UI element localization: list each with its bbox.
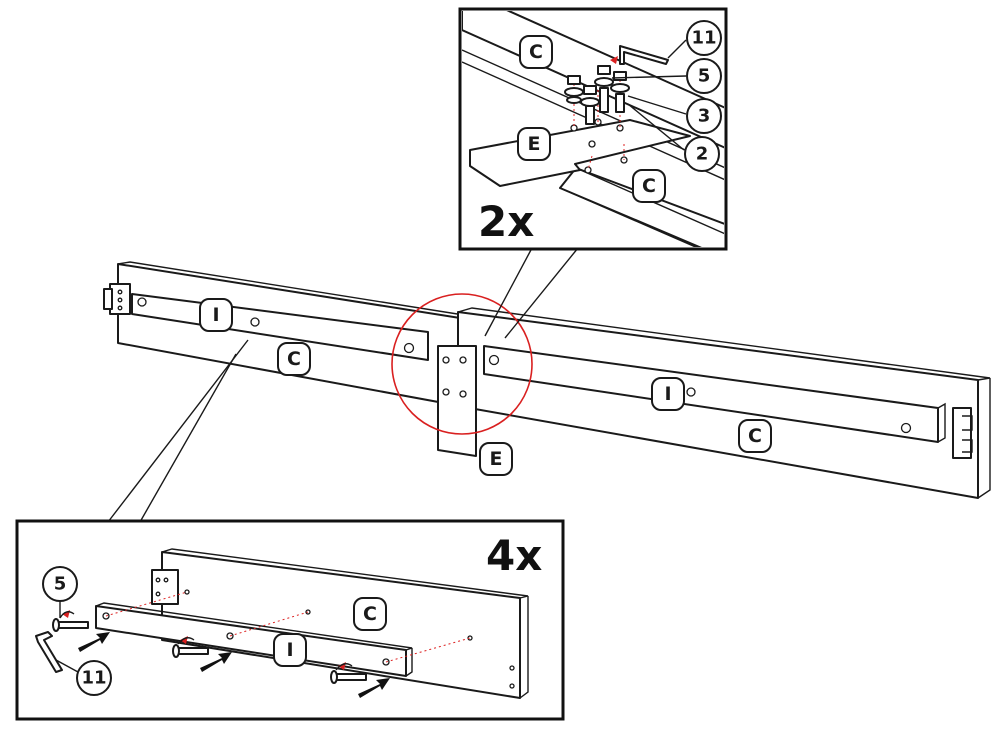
label-slat-support-right: I (651, 377, 685, 411)
joint-highlight-ring (391, 293, 533, 435)
label-side-rail-right: C (738, 419, 772, 453)
bracket-left (103, 283, 131, 315)
svg-text:11: 11 (81, 668, 106, 689)
svg-text:C: C (529, 41, 543, 63)
callout-slat-support-detail: 5 11 C I 4x (15, 519, 565, 721)
label-rail-detail-upper: C (519, 35, 553, 69)
bolts-detail (52, 610, 367, 684)
svg-text:E: E (490, 448, 503, 470)
quantity-top: 2x (478, 197, 534, 246)
svg-text:C: C (287, 348, 301, 370)
callout-allen-key: 11 (667, 20, 722, 59)
callout-flat-washer: 2 (627, 103, 720, 172)
allen-key-detail (619, 45, 669, 65)
label-side-rail-left: C (277, 342, 311, 376)
arrow-insert-2 (200, 652, 232, 672)
svg-text:C: C (363, 603, 377, 625)
arrow-insert-1 (78, 632, 110, 652)
callout-allen-key-bottom: 11 (55, 659, 112, 696)
callout-bolt: 5 (611, 58, 722, 94)
joint-plate-main (437, 345, 477, 457)
label-joint-plate-main: E (479, 442, 513, 476)
callout-spring-washer: 3 (627, 95, 722, 134)
label-plate-detail: E (517, 127, 551, 161)
svg-text:2: 2 (696, 144, 709, 165)
bracket-right (952, 407, 973, 459)
svg-text:5: 5 (698, 66, 711, 87)
bolt-cluster (564, 65, 630, 125)
main-assembly: I C I C E (103, 247, 991, 523)
svg-text:3: 3 (698, 106, 711, 127)
label-slat-bottom-detail: I (273, 633, 307, 667)
svg-text:I: I (664, 383, 671, 405)
label-rail-detail-lower: C (632, 169, 666, 203)
arrow-insert-3 (358, 678, 390, 698)
quantity-bottom: 4x (486, 531, 542, 580)
svg-text:C: C (642, 175, 656, 197)
callout-bolt-bottom: 5 (42, 566, 78, 618)
allen-key-bottom (35, 631, 63, 673)
callout-joint-detail: 11 5 3 2 C E C 2x (458, 7, 728, 251)
svg-text:E: E (528, 133, 541, 155)
svg-text:I: I (212, 304, 219, 326)
label-slat-support-left: I (199, 298, 233, 332)
label-rail-bottom-detail: C (353, 597, 387, 631)
svg-text:I: I (286, 639, 293, 661)
svg-text:11: 11 (691, 28, 716, 49)
svg-text:5: 5 (54, 574, 67, 595)
svg-text:C: C (748, 425, 762, 447)
